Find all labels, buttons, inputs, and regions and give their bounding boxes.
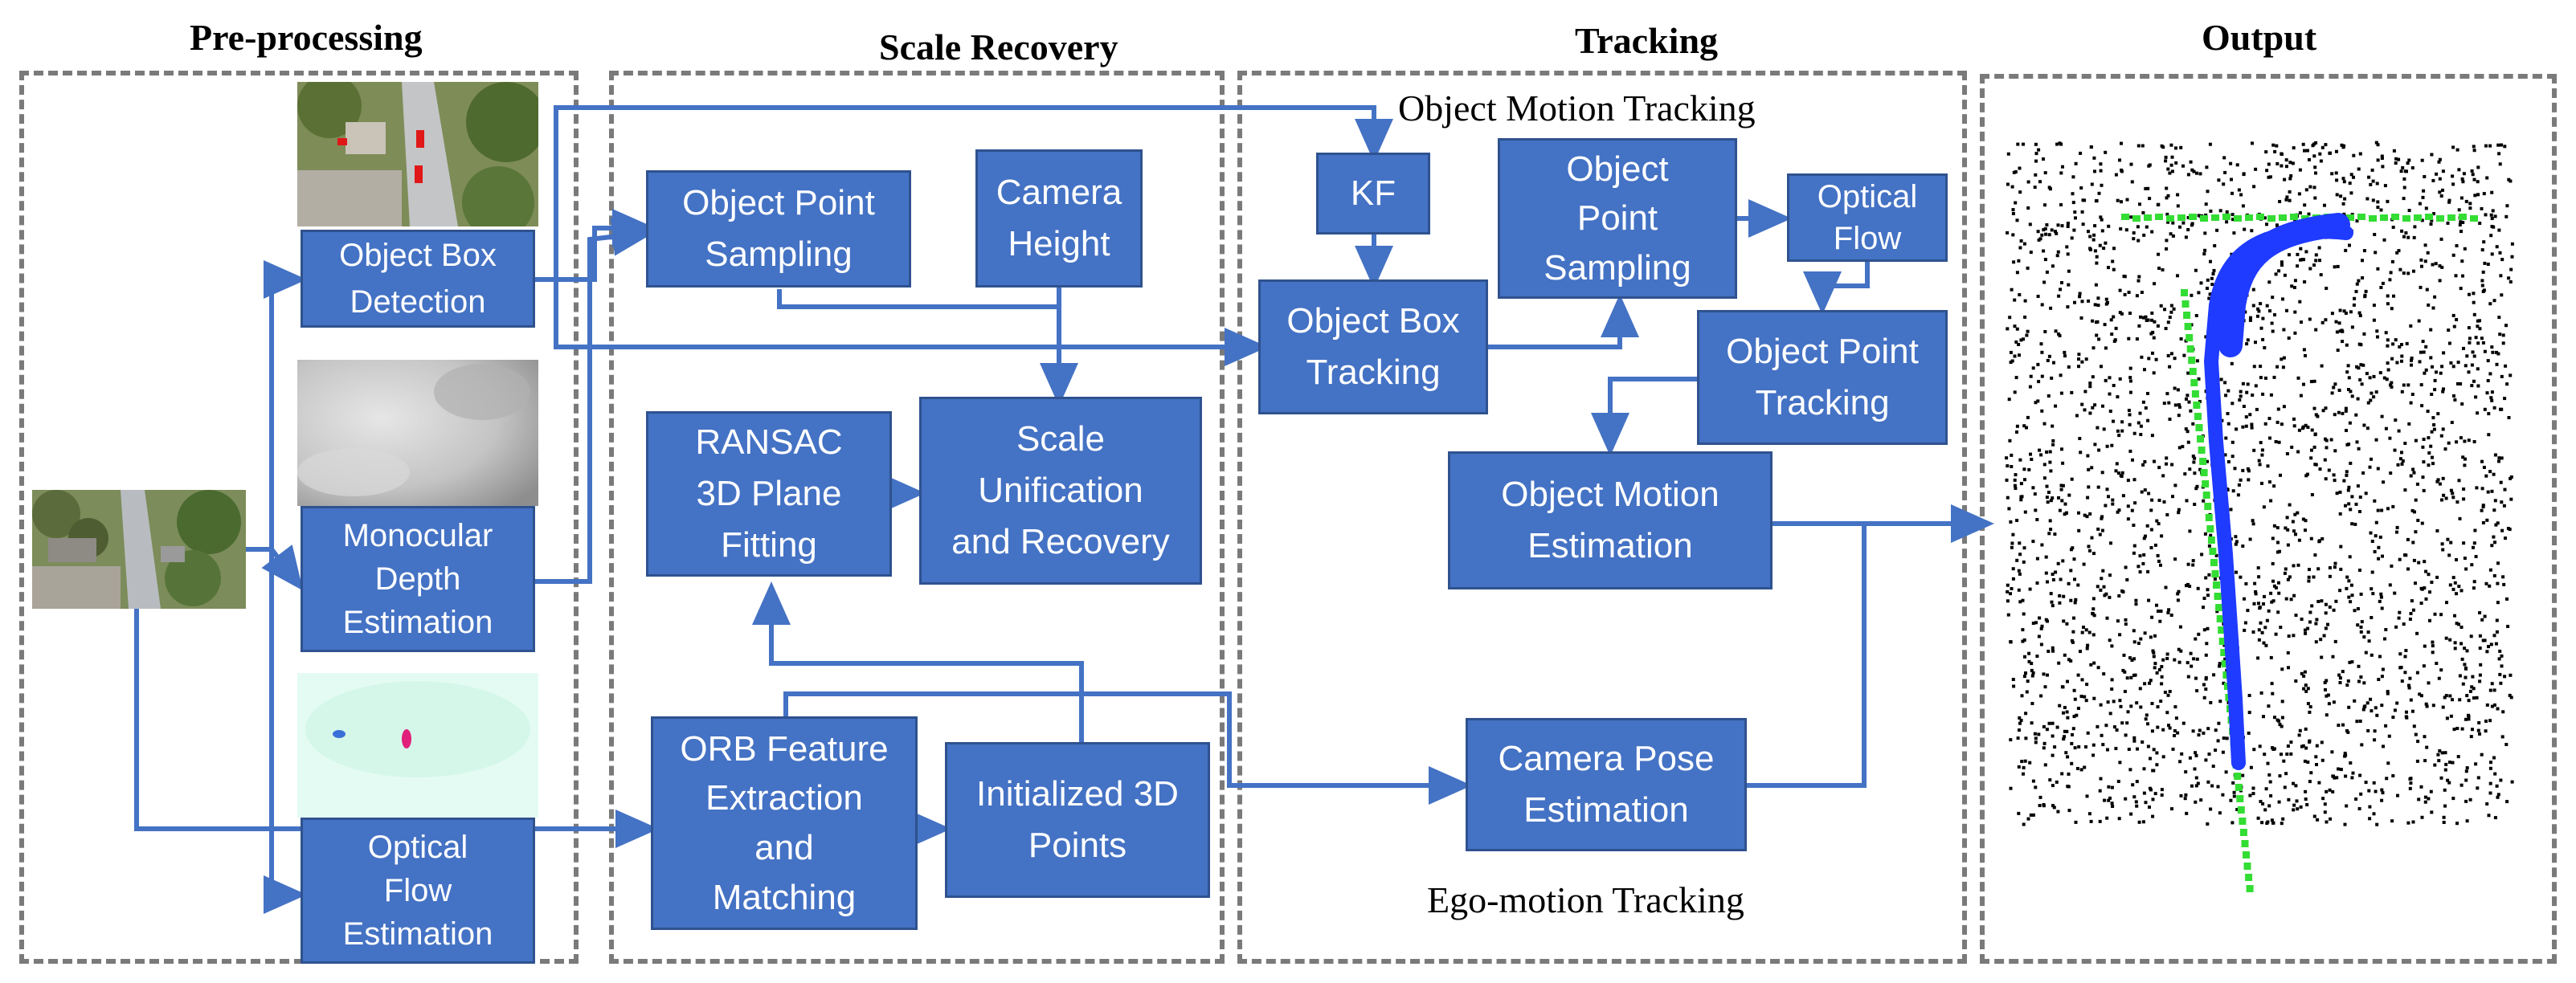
monocular-depth-estimation-box: Monocular Depth Estimation: [301, 506, 535, 652]
output-point-cloud: [2005, 141, 2514, 892]
object-box-tracking-box: Object Box Tracking: [1258, 279, 1488, 414]
ransac-plane-fitting-box: RANSAC 3D Plane Fitting: [646, 411, 892, 577]
tracking-optical-flow-box: Optical Flow: [1787, 173, 1948, 262]
stage-title-output: Output: [2202, 17, 2317, 58]
object-point-sampling-box: Object Point Sampling: [646, 170, 911, 288]
object-box-detection-box: Object Box Detection: [301, 230, 535, 328]
optical-flow-estimation-box: Optical Flow Estimation: [301, 818, 535, 964]
object-motion-tracking-label: Object Motion Tracking: [1398, 88, 1756, 128]
detection-thumbnail: [297, 82, 538, 226]
kf-box: KF: [1316, 153, 1430, 235]
scale-unification-box: Scale Unification and Recovery: [919, 397, 1202, 585]
initialized-3d-points-box: Initialized 3D Points: [945, 742, 1210, 898]
camera-pose-estimation-box: Camera Pose Estimation: [1466, 718, 1747, 851]
scale-recovery-frame: [609, 71, 1225, 964]
stage-title-scale-recovery: Scale Recovery: [879, 27, 1118, 67]
object-motion-estimation-box: Object Motion Estimation: [1448, 451, 1773, 589]
ego-motion-tracking-label: Ego-motion Tracking: [1427, 879, 1744, 920]
orb-feature-box: ORB Feature Extraction and Matching: [651, 716, 918, 930]
tracking-object-point-sampling-box: Object Point Sampling: [1498, 138, 1737, 299]
camera-height-box: Camera Height: [975, 149, 1143, 288]
stage-title-preprocessing: Pre-processing: [190, 17, 423, 58]
depth-map-thumbnail: [297, 360, 538, 506]
optical-flow-thumbnail: [297, 673, 538, 818]
aerial-frame-image: [32, 490, 246, 609]
stage-title-tracking: Tracking: [1575, 20, 1719, 61]
object-point-tracking-box: Object Point Tracking: [1697, 310, 1948, 445]
preprocessing-frame: [19, 71, 579, 964]
